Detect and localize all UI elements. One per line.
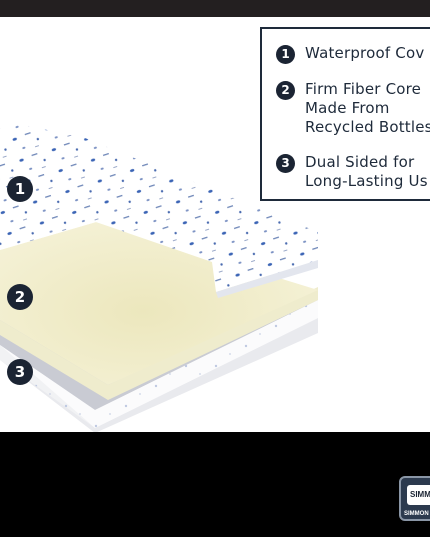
foam-core-side (0, 287, 318, 400)
legend-item-fiber-core: 2 Firm Fiber Core Made From Recycled Bot… (276, 80, 430, 137)
legend-number: 3 (276, 154, 295, 173)
legend-item-dual-sided: 3 Dual Sided for Long-Lasting Us (276, 153, 428, 191)
legend-text: Waterproof Cov (305, 44, 425, 62)
brand-subtext: SIMMON (404, 511, 429, 517)
brand-name: SIMM (407, 485, 430, 505)
legend-number: 1 (276, 45, 295, 64)
top-band (0, 0, 430, 17)
legend-box: 1 Waterproof Cov 2 Firm Fiber Core Made … (260, 27, 430, 201)
bottom-band (0, 432, 430, 537)
callout-cover: 1 (7, 176, 33, 202)
legend-number: 2 (276, 81, 295, 100)
brand-logo: SIMM SIMMON (399, 476, 430, 521)
callout-base: 3 (7, 359, 33, 385)
foam-core-top (0, 222, 318, 385)
legend-item-waterproof-cover: 1 Waterproof Cov (276, 44, 424, 64)
legend-text: Dual Sided for Long-Lasting Us (305, 153, 428, 190)
legend-text: Firm Fiber Core Made From Recycled Bottl… (305, 80, 430, 136)
callout-core: 2 (7, 284, 33, 310)
